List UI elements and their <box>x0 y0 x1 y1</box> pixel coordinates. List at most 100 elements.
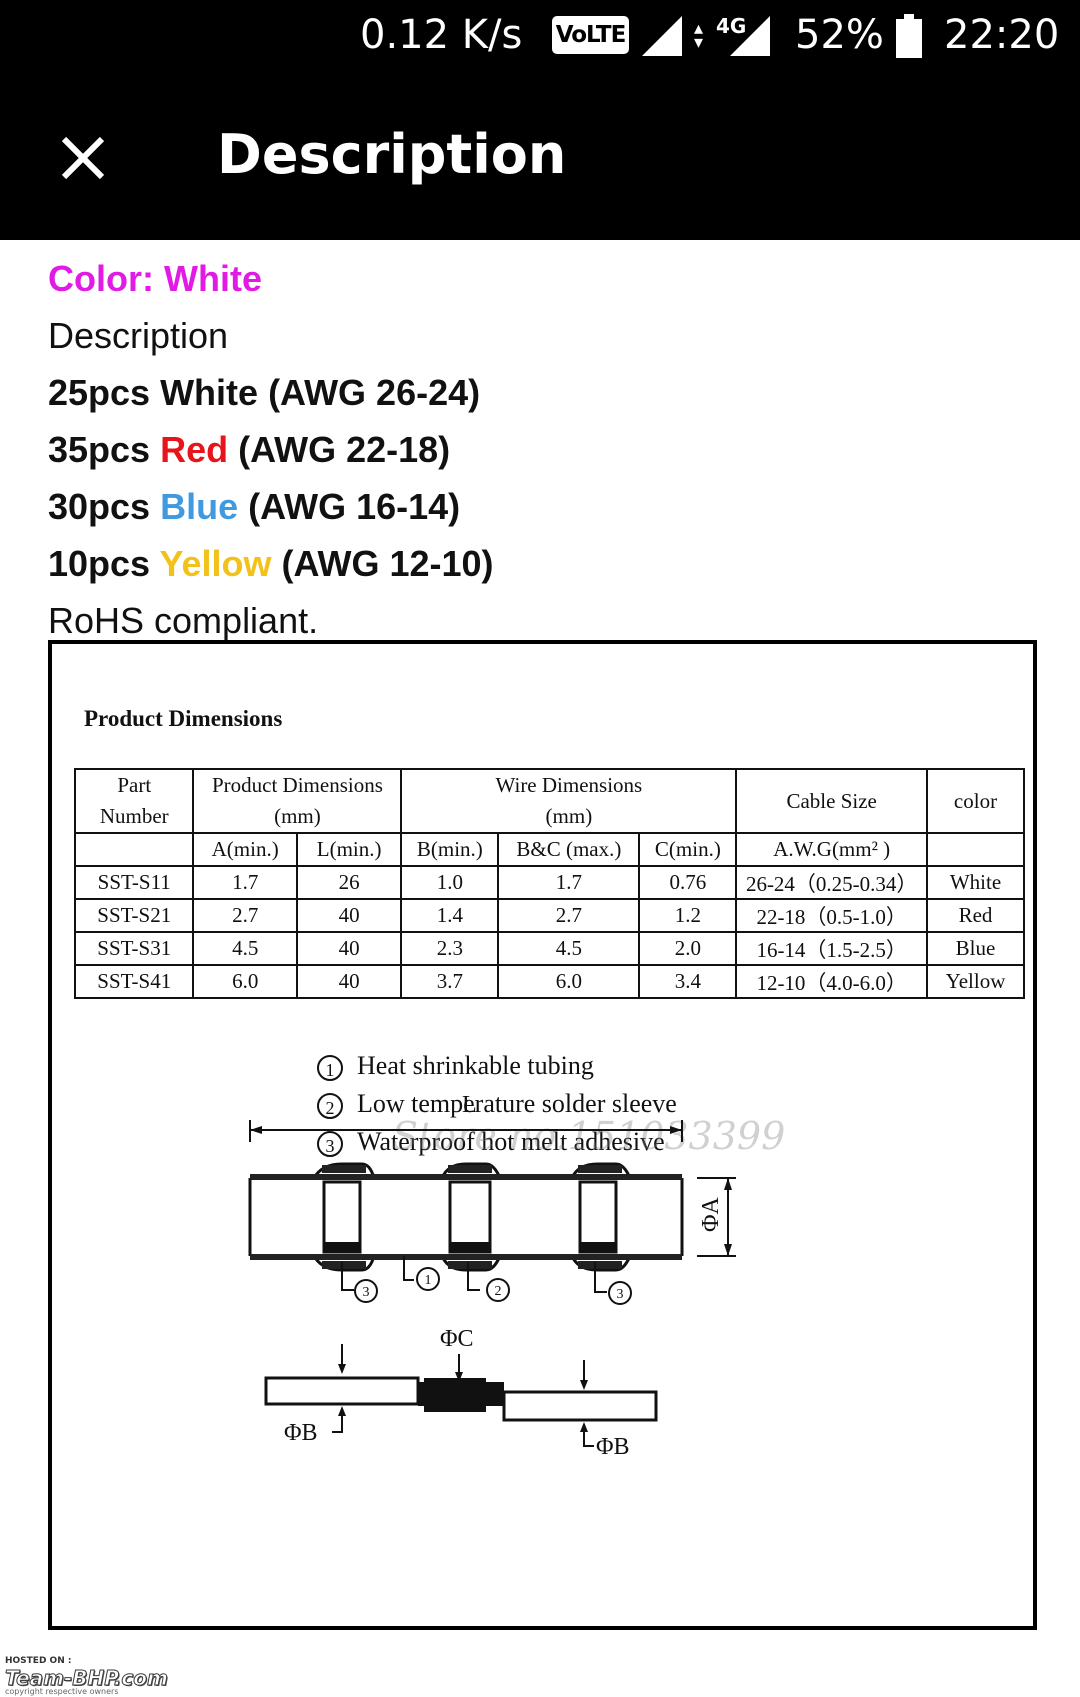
item-qty: 30pcs <box>48 486 161 527</box>
description-heading: Description <box>48 315 229 356</box>
solder-joint <box>418 1378 504 1412</box>
team-bhp-logo: Team-BHP.com <box>5 1666 169 1691</box>
volte-badge: VoLTE <box>552 16 629 54</box>
table-row: SST-S21 2.7 40 1.4 2.7 1.2 22-18（0.5-1.0… <box>73 898 1025 933</box>
cell-b: 1.4 <box>400 898 500 933</box>
color-line: Color: White <box>48 258 262 299</box>
item-qty: 35pcs <box>48 429 161 470</box>
battery-percent: 52% <box>795 12 884 58</box>
connector-diagram: L <box>248 1092 736 1460</box>
cell-part: SST-S41 <box>73 964 195 999</box>
item-color-word: Blue <box>160 486 239 527</box>
subheader-c-min: C(min.) <box>638 832 738 867</box>
cell-b: 3.7 <box>400 964 500 999</box>
cell-color: Blue <box>926 931 1025 966</box>
header-product-dimensions: Product Dimensions(mm) <box>192 768 403 834</box>
cell-c: 2.0 <box>638 931 738 966</box>
cell-c: 3.4 <box>638 964 738 999</box>
data-arrows-icon: ▴▾ <box>694 18 704 53</box>
cell-bc: 4.5 <box>497 931 641 966</box>
subheader-awg: A.W.G(mm² ) <box>735 832 929 867</box>
subheader-empty <box>926 832 1025 867</box>
cell-bc: 6.0 <box>497 964 641 999</box>
subheader-empty <box>73 832 195 867</box>
signal-icon <box>642 16 682 56</box>
length-label: L <box>462 1092 477 1118</box>
header-cable-size: Cable Size <box>735 768 929 834</box>
battery-icon <box>896 14 922 58</box>
callout-3: 3 <box>363 1285 370 1300</box>
cell-awg: 26-24（0.25-0.34） <box>735 865 929 900</box>
cell-c: 0.76 <box>638 865 738 900</box>
cell-b: 2.3 <box>400 931 500 966</box>
cell-awg: 22-18（0.5-1.0） <box>735 898 929 933</box>
item-line: 35pcs Red (AWG 22-18) <box>48 421 1048 478</box>
spec-title: Product Dimensions <box>84 706 283 731</box>
table-row: SST-S11 1.7 26 1.0 1.7 0.76 26-24（0.25-0… <box>73 865 1025 900</box>
cell-l: 26 <box>295 865 403 900</box>
clock: 22:20 <box>944 12 1060 58</box>
cell-bc: 2.7 <box>497 898 641 933</box>
cell-color: Red <box>926 898 1025 933</box>
heat-shrink-tube <box>248 1162 684 1272</box>
store-watermark: Store no.151033399 <box>392 1114 786 1158</box>
cell-a: 6.0 <box>192 964 298 999</box>
item-color-word: Red <box>160 429 229 470</box>
cell-a: 2.7 <box>192 898 298 933</box>
callout-1: 1 <box>425 1273 432 1288</box>
cell-l: 40 <box>295 931 403 966</box>
page-title: Description <box>217 123 567 186</box>
cell-awg: 12-10（4.0-6.0） <box>735 964 929 999</box>
subheader-a-min: A(min.) <box>192 832 298 867</box>
cell-awg: 16-14（1.5-2.5） <box>735 931 929 966</box>
item-awg: (AWG 16-14) <box>238 486 461 527</box>
table-row: SST-S41 6.0 40 3.7 6.0 3.4 12-10（4.0-6.0… <box>73 964 1025 999</box>
cell-l: 40 <box>295 898 403 933</box>
cell-l: 40 <box>295 964 403 999</box>
subheader-b-min: B(min.) <box>400 832 500 867</box>
cell-c: 1.2 <box>638 898 738 933</box>
cell-a: 1.7 <box>192 865 298 900</box>
item-awg: (AWG 26-24) <box>258 372 481 413</box>
item-awg: (AWG 12-10) <box>271 543 494 584</box>
description-body: Color: White Description 25pcs White (AW… <box>48 250 1048 649</box>
item-color-word: Yellow <box>159 543 272 584</box>
cell-a: 4.5 <box>192 931 298 966</box>
cell-part: SST-S31 <box>73 931 195 966</box>
subheader-bc-max: B&C (max.) <box>497 832 641 867</box>
network-type: 4G <box>716 14 747 38</box>
close-icon[interactable] <box>60 135 106 181</box>
cell-color: White <box>926 865 1025 900</box>
cell-b: 1.0 <box>400 865 500 900</box>
item-awg: (AWG 22-18) <box>228 429 451 470</box>
callout-3: 3 <box>617 1287 624 1302</box>
rohs-note: RoHS compliant. <box>48 600 319 641</box>
network-speed: 0.12 K/s <box>360 12 523 58</box>
subheader-l-min: L(min.) <box>295 832 403 867</box>
cell-color: Yellow <box>926 964 1025 999</box>
phi-b-label: ΦB <box>284 1420 318 1446</box>
item-line: 25pcs White (AWG 26-24) <box>48 364 1048 421</box>
table-row: SST-S31 4.5 40 2.3 4.5 2.0 16-14（1.5-2.5… <box>73 931 1025 966</box>
item-color-word: White <box>160 372 259 413</box>
callout-2: 2 <box>495 1284 502 1299</box>
app-bar <box>0 78 1080 240</box>
status-bar: 0.12 K/s VoLTE ▴▾ 4G 52% 22:20 <box>0 0 1080 78</box>
item-qty: 25pcs <box>48 372 161 413</box>
wire-right <box>502 1390 658 1422</box>
item-qty: 10pcs <box>48 543 160 584</box>
cell-bc: 1.7 <box>497 865 641 900</box>
item-line: 30pcs Blue (AWG 16-14) <box>48 478 1048 535</box>
cell-part: SST-S11 <box>73 865 195 900</box>
phi-c-label: ΦC <box>440 1326 474 1352</box>
signal-4g-icon <box>730 16 770 56</box>
header-color: color <box>926 768 1025 834</box>
wire-left <box>264 1376 420 1406</box>
